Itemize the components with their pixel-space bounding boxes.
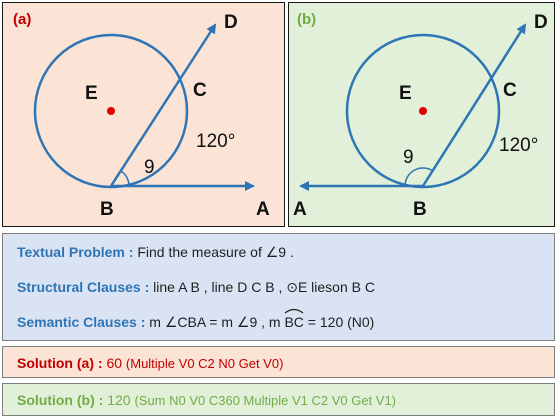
solution-b-value: 120 bbox=[107, 392, 131, 408]
diagram-panel-a: (a) D E C B A 9 120° bbox=[2, 2, 285, 227]
arc-hat-icon bbox=[285, 308, 304, 314]
point-label-d: D bbox=[534, 12, 548, 33]
solution-b-line: Solution (b) : 120 (Sum N0 V0 C360 Multi… bbox=[17, 392, 396, 408]
problem-box: Textual Problem : Find the measure of ∠9… bbox=[2, 233, 555, 341]
solution-b-key: Solution (b) : bbox=[17, 392, 104, 408]
point-label-c: C bbox=[193, 80, 207, 101]
structural-clauses-text: line A B , line D C B , ⊙E lieson B C bbox=[153, 279, 375, 295]
line-bd bbox=[421, 23, 527, 187]
solution-a-key: Solution (a) : bbox=[17, 355, 103, 371]
arc-measure-label: 120° bbox=[499, 135, 538, 156]
arc-bc: BC bbox=[284, 308, 304, 330]
semantic-clauses-key: Semantic Clauses : bbox=[17, 314, 146, 330]
point-label-a: A bbox=[256, 199, 270, 220]
solution-b-program: (Sum N0 V0 C360 Multiple V1 C2 V0 Get V1… bbox=[134, 393, 397, 408]
textual-problem-line: Textual Problem : Find the measure of ∠9… bbox=[17, 244, 294, 261]
arc-measure-label: 120° bbox=[196, 131, 235, 152]
semantic-clauses-suffix: = 120 (N0) bbox=[303, 314, 375, 330]
angle-arc bbox=[120, 170, 130, 187]
structural-clauses-key: Structural Clauses : bbox=[17, 279, 150, 295]
textual-problem-text: Find the measure of ∠9 . bbox=[137, 244, 294, 260]
point-label-b: B bbox=[100, 199, 114, 220]
angle-label: 9 bbox=[144, 157, 155, 178]
center-point-e bbox=[107, 107, 115, 115]
diagram-panel-b: (b) D E C B A 9 120° bbox=[288, 2, 555, 227]
semantic-clauses-prefix: m ∠CBA = m ∠9 , m bbox=[149, 314, 285, 330]
solution-a-line: Solution (a) : 60 (Multiple V0 C2 N0 Get… bbox=[17, 355, 283, 371]
point-label-c: C bbox=[503, 80, 517, 101]
diagram-b-figure: (b) D E C B A 9 120° bbox=[293, 11, 548, 220]
point-label-b: B bbox=[413, 199, 427, 220]
solution-a-program: (Multiple V0 C2 N0 Get V0) bbox=[125, 356, 284, 371]
angle-arc bbox=[404, 167, 434, 187]
semantic-clauses-line: Semantic Clauses : m ∠CBA = m ∠9 , m BC … bbox=[17, 308, 375, 331]
textual-problem-key: Textual Problem : bbox=[17, 244, 134, 260]
center-point-e bbox=[419, 107, 427, 115]
solution-a-value: 60 bbox=[106, 355, 123, 371]
diagram-tag: (b) bbox=[297, 11, 316, 28]
solution-a-box: Solution (a) : 60 (Multiple V0 C2 N0 Get… bbox=[2, 346, 555, 378]
structural-clauses-line: Structural Clauses : line A B , line D C… bbox=[17, 279, 375, 296]
point-label-e: E bbox=[399, 83, 412, 104]
point-label-a: A bbox=[293, 199, 307, 220]
line-bd bbox=[109, 23, 217, 187]
solution-b-box: Solution (b) : 120 (Sum N0 V0 C360 Multi… bbox=[2, 383, 555, 416]
diagram-a-figure: (a) D E C B A 9 120° bbox=[13, 11, 270, 220]
point-label-e: E bbox=[85, 83, 98, 104]
point-label-d: D bbox=[224, 12, 238, 33]
arc-bc-label: BC bbox=[284, 314, 304, 330]
diagram-tag: (a) bbox=[13, 11, 31, 28]
angle-label: 9 bbox=[403, 147, 414, 168]
